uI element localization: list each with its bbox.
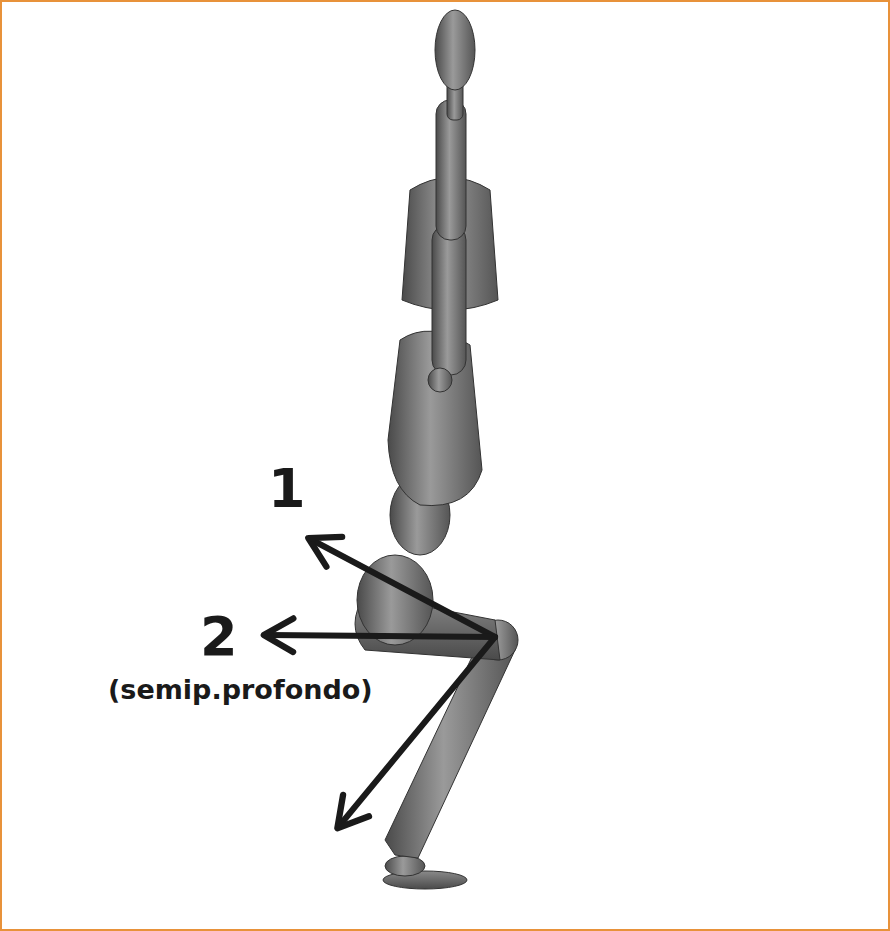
callout-number: 1 xyxy=(268,462,306,516)
mannequin-figure xyxy=(355,10,518,889)
arrow-1 xyxy=(312,540,495,637)
arrow-3 xyxy=(340,637,495,825)
callout-number: 2 xyxy=(200,610,238,664)
angle-label: (semip.profondo) xyxy=(108,676,373,703)
arrow-2 xyxy=(268,635,495,637)
